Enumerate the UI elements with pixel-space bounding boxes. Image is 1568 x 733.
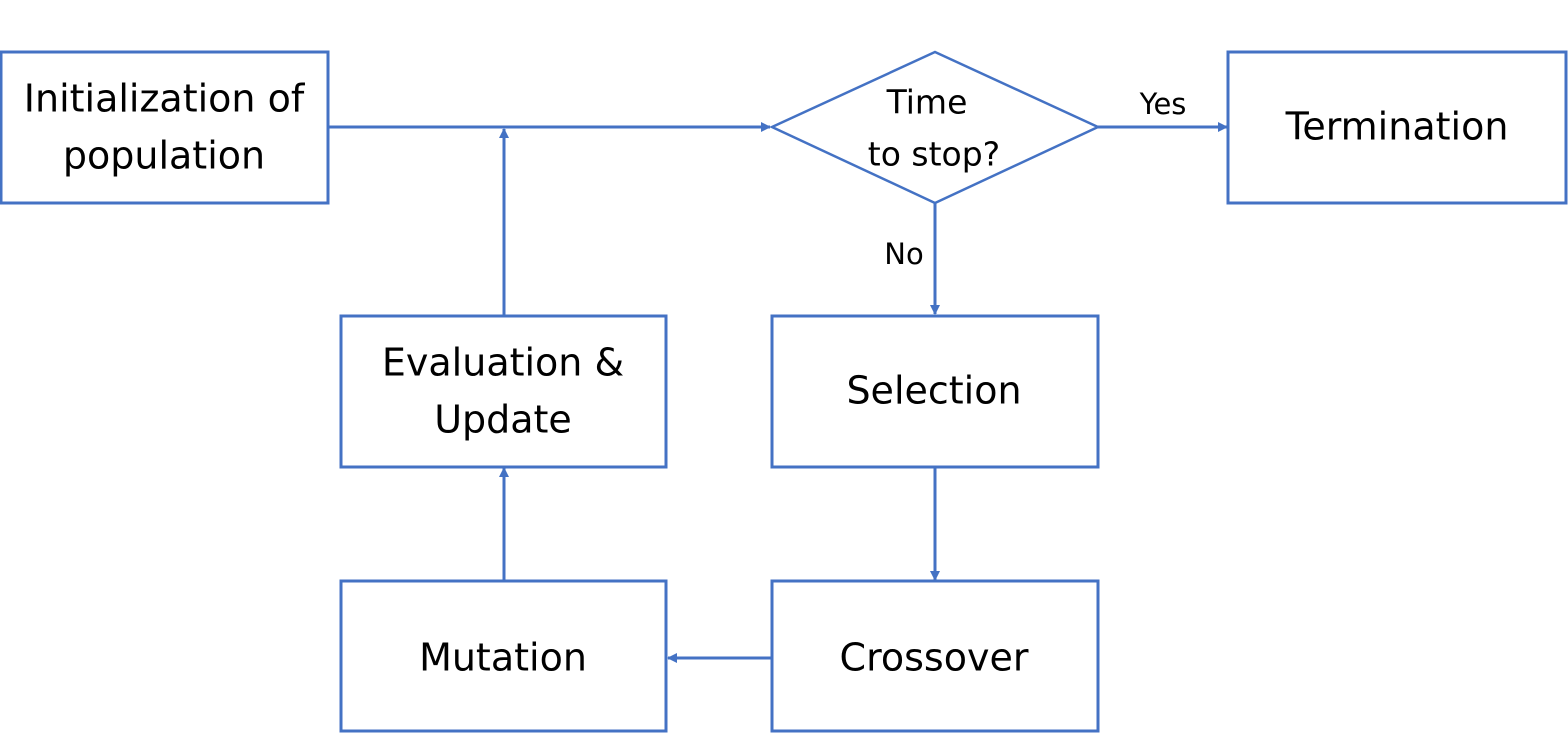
node-initialization-box <box>0 50 330 205</box>
node-evaluation: Evaluation & Update <box>339 314 668 469</box>
node-initialization: Initialization of population <box>0 50 330 205</box>
node-initialization-label-line2: population <box>63 134 265 178</box>
edge-label-yes: Yes <box>1139 87 1187 121</box>
node-selection-label: Selection <box>846 369 1021 413</box>
node-selection: Selection <box>770 314 1100 469</box>
node-decision: Time to stop? <box>769 50 1101 205</box>
node-decision-diamond <box>769 50 1101 205</box>
edge-label-no: No <box>884 237 923 271</box>
node-decision-label-line2: to stop? <box>868 135 1000 174</box>
node-mutation-label: Mutation <box>419 636 587 680</box>
edges <box>328 122 1228 663</box>
node-crossover-label: Crossover <box>840 636 1029 680</box>
node-crossover-box <box>770 579 1100 733</box>
node-evaluation-label-line1: Evaluation & <box>382 341 624 385</box>
node-mutation: Mutation <box>339 579 668 733</box>
node-termination-box <box>1226 50 1568 205</box>
node-evaluation-box <box>339 314 668 469</box>
node-decision-label-line1: Time <box>886 83 968 122</box>
node-selection-box <box>770 314 1100 469</box>
node-termination-label: Termination <box>1285 105 1509 149</box>
node-evaluation-label-line2: Update <box>434 398 572 442</box>
node-crossover: Crossover <box>770 579 1100 733</box>
node-termination: Termination <box>1226 50 1568 205</box>
node-mutation-box <box>339 579 668 733</box>
node-initialization-label-line1: Initialization of <box>24 77 306 121</box>
